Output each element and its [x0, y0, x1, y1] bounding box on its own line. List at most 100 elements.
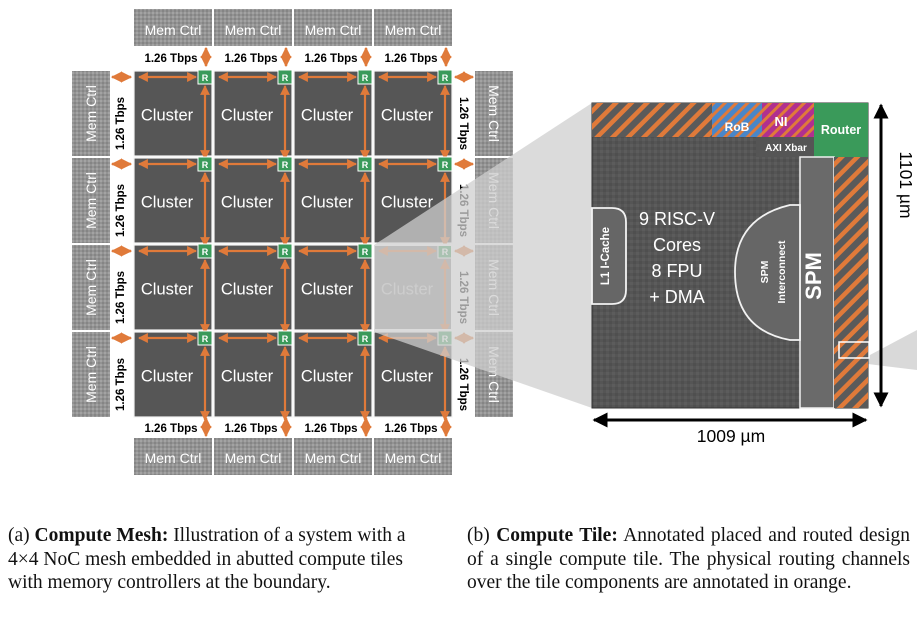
mem-ctrl-top-label: Mem Ctrl [385, 22, 442, 38]
cluster-tile [133, 70, 213, 157]
router-node-label: R [282, 73, 289, 83]
bandwidth-label-top: 1.26 Tbps [304, 53, 357, 65]
router-node [357, 330, 373, 346]
cluster-label: Cluster [301, 107, 354, 125]
rob-label: RoB [725, 120, 750, 134]
cluster-label: Cluster [141, 107, 194, 125]
cluster-label: Cluster [141, 281, 194, 299]
cluster-label: Cluster [301, 281, 354, 299]
caption-b: (b) Compute Tile: Annotated placed and r… [467, 524, 910, 595]
compute-tile: RoB NI Router AXI Xbar SPM L1 I-Cache SP… [591, 102, 870, 409]
bandwidth-label-left: 1.26 Tbps [115, 184, 127, 237]
cluster-label: Cluster [221, 107, 274, 125]
spm-block [799, 156, 835, 409]
bandwidth-label-right: 1.26 Tbps [457, 97, 469, 150]
cluster-tile [373, 70, 453, 157]
mem-ctrl-bottom [214, 438, 292, 475]
mem-ctrl-top [374, 9, 452, 46]
cluster-label: Cluster [301, 194, 354, 212]
spm-interconnect-line1: SPM [759, 260, 771, 283]
router-node-label: R [362, 334, 369, 344]
router-node [197, 156, 213, 172]
router-node-label: R [362, 247, 369, 257]
router-node-label: R [202, 160, 209, 170]
mem-ctrl-bottom-label: Mem Ctrl [305, 450, 362, 466]
router-node-label: R [442, 160, 449, 170]
spm-interconnect-line2: Interconnect [776, 240, 788, 304]
cluster-tile [133, 157, 213, 244]
bandwidth-label-left: 1.26 Tbps [115, 358, 127, 411]
mem-ctrl-top [294, 9, 372, 46]
mem-ctrl-left [72, 332, 110, 417]
mem-ctrl-left-label: Mem Ctrl [83, 85, 99, 142]
mem-ctrl-top-label: Mem Ctrl [305, 22, 362, 38]
cores-line2: Cores [653, 235, 701, 255]
bandwidth-label-bottom: 1.26 Tbps [144, 423, 197, 435]
mem-ctrl-bottom [294, 438, 372, 475]
zoom-wedge [374, 103, 592, 408]
mem-ctrl-top [214, 9, 292, 46]
height-label: 1101 µm [896, 151, 916, 218]
cluster-label: Cluster [381, 194, 434, 212]
cluster-label: Cluster [141, 194, 194, 212]
router-node-label: R [202, 247, 209, 257]
mem-ctrl-bottom [134, 438, 212, 475]
router-node [277, 69, 293, 85]
bandwidth-label-top: 1.26 Tbps [384, 53, 437, 65]
caption-b-title: Compute Tile: [496, 525, 618, 546]
cluster-tile [133, 331, 213, 418]
cluster-tile [133, 244, 213, 331]
cluster-tile [293, 331, 373, 418]
router-node-label: R [282, 247, 289, 257]
router-node [357, 243, 373, 259]
mem-ctrl-top [134, 9, 212, 46]
cluster-label: Cluster [221, 368, 274, 386]
mem-ctrl-bottom [374, 438, 452, 475]
axi-xbar-block [756, 137, 814, 157]
router-node-label: R [202, 334, 209, 344]
mem-ctrl-right-label: Mem Ctrl [486, 85, 502, 142]
mem-ctrl-left-label: Mem Ctrl [83, 346, 99, 403]
router-node [197, 330, 213, 346]
caption-a: (a) Compute Mesh: Illustration of a syst… [8, 524, 428, 595]
mem-ctrl-bottom-label: Mem Ctrl [145, 450, 202, 466]
cluster-tile [293, 70, 373, 157]
router-node-label: R [362, 160, 369, 170]
axi-xbar-label: AXI Xbar [765, 143, 807, 154]
router-node-label: R [202, 73, 209, 83]
ni-block [762, 103, 814, 137]
router-node [277, 243, 293, 259]
router-node [277, 330, 293, 346]
router-node-label: R [362, 73, 369, 83]
router-node [197, 243, 213, 259]
width-label: 1009 µm [697, 426, 765, 446]
ni-label: NI [775, 114, 788, 129]
mem-ctrl-left [72, 158, 110, 243]
l1-icache-block [591, 207, 627, 305]
bandwidth-label-bottom: 1.26 Tbps [304, 423, 357, 435]
router-block [814, 103, 868, 157]
cluster-tile [213, 244, 293, 331]
spm-label: SPM [801, 252, 826, 300]
mem-ctrl-bottom-label: Mem Ctrl [385, 450, 442, 466]
cluster-label: Cluster [381, 368, 434, 386]
cores-line1: 9 RISC-V [639, 209, 715, 229]
spm-marker [838, 341, 870, 359]
cluster-label: Cluster [221, 194, 274, 212]
routing-channel-right [834, 157, 868, 408]
router-node [357, 156, 373, 172]
cluster-label: Cluster [141, 368, 194, 386]
cores-line3: 8 FPU [651, 261, 702, 281]
spm-interconnect-block [734, 204, 801, 341]
mem-ctrl-left [72, 71, 110, 156]
bandwidth-label-top: 1.26 Tbps [144, 53, 197, 65]
mem-ctrl-right [475, 71, 513, 156]
caption-b-prefix: (b) [467, 525, 497, 546]
mem-ctrl-left-label: Mem Ctrl [83, 172, 99, 229]
router-node-label: R [282, 160, 289, 170]
cluster-tile [213, 157, 293, 244]
bandwidth-label-left: 1.26 Tbps [115, 271, 127, 324]
mem-ctrl-left-label: Mem Ctrl [83, 259, 99, 316]
zoom-wedge-right [868, 330, 917, 370]
